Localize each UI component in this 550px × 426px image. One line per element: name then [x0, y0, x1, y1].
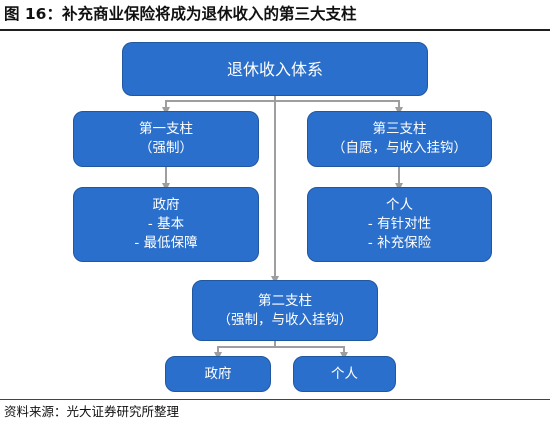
node-government-basic: 政府 - 基本 - 最低保障 [73, 187, 259, 262]
node-label: 第一支柱 [139, 121, 193, 137]
node-retirement-income-system: 退休收入体系 [122, 42, 428, 96]
node-label: 政府 [152, 197, 180, 213]
node-label: 第二支柱 [258, 292, 312, 309]
connector-root-pillar3 [275, 100, 403, 115]
node-sublabel: （强制，与收入挂钩） [217, 311, 353, 328]
connector-pillar2-gov2 [214, 346, 275, 360]
source-divider [0, 399, 550, 400]
node-sublabel: （自愿，与收入挂钩） [332, 140, 467, 156]
node-pillar-three: 第三支柱 （自愿，与收入挂钩） [307, 111, 492, 167]
node-label: 退休收入体系 [226, 59, 323, 79]
title-divider [0, 29, 550, 31]
node-label: 政府 [204, 365, 232, 382]
node-item: - 最低保障 [134, 235, 198, 251]
node-item: - 有针对性 [367, 216, 432, 232]
connector-root-pillar1 [162, 96, 276, 115]
node-label: 个人 [331, 365, 358, 382]
node-item: - 基本 [147, 216, 185, 232]
node-individual-targeted: 个人 - 有针对性 - 补充保险 [307, 187, 492, 262]
connector-pillar2-ind2 [275, 346, 348, 360]
source-note: 资料来源：光大证券研究所整理 [4, 404, 180, 419]
node-pillar-two: 第二支柱 （强制，与收入挂钩） [192, 280, 378, 341]
node-sublabel: （强制） [139, 140, 193, 156]
node-individual: 个人 [293, 356, 396, 392]
node-government: 政府 [165, 356, 271, 392]
node-label: 个人 [386, 197, 413, 213]
node-item: - 补充保险 [367, 235, 432, 251]
node-label: 第三支柱 [372, 121, 427, 137]
figure-title: 图 16：补充商业保险将成为退休收入的第三大支柱 [4, 5, 357, 23]
node-pillar-one: 第一支柱 （强制） [73, 111, 259, 167]
